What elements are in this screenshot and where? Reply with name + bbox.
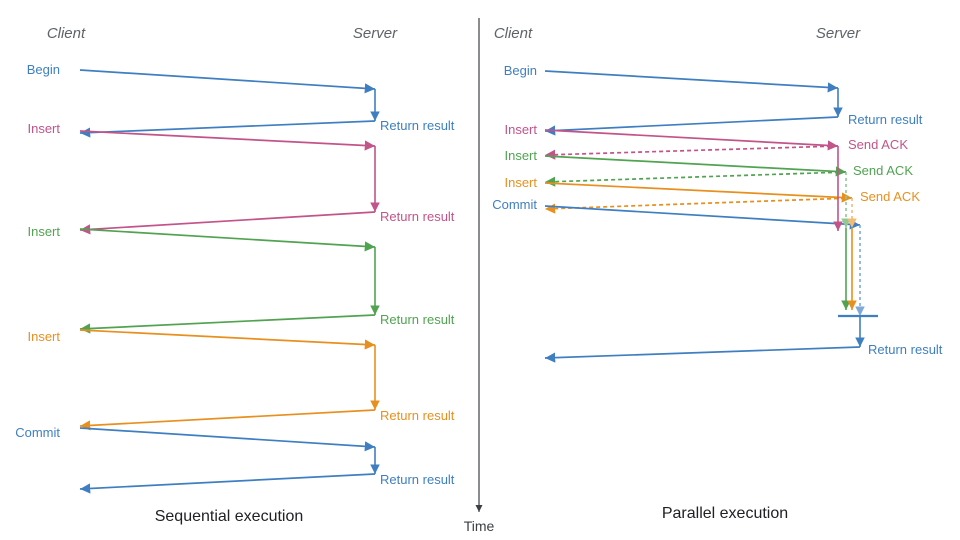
message-line-seq-insert2-return xyxy=(79,314,376,334)
message-line-seq-insert3-return xyxy=(79,409,376,431)
message-label-seq-commit: Commit xyxy=(15,425,60,440)
message-line-par-insert2 xyxy=(544,155,847,177)
message-line-par-insert1 xyxy=(544,129,839,151)
lane-titles-layer: Client Server Client Server xyxy=(47,25,861,42)
message-line-par-begin xyxy=(544,70,839,93)
message-label-par-begin-return: Return result xyxy=(848,112,923,127)
message-line-seq-begin-return xyxy=(79,120,376,138)
message-line-par-commit xyxy=(544,205,861,230)
message-label-par-insert1: Insert xyxy=(504,122,537,137)
message-line-seq-commit-return xyxy=(79,473,376,494)
message-line-seq-begin xyxy=(79,69,376,94)
panel-caption-parallel: Parallel execution xyxy=(662,505,788,522)
message-label-par-begin: Begin xyxy=(504,63,537,78)
message-label-seq-insert1-return: Return result xyxy=(380,209,455,224)
message-label-par-insert2: Insert xyxy=(504,148,537,163)
message-line-seq-insert1-return xyxy=(79,211,376,235)
message-label-seq-insert3-return: Return result xyxy=(380,408,455,423)
lane-title-server-sequential: Server xyxy=(353,25,398,42)
message-line-seq-insert2 xyxy=(79,228,376,252)
message-line-par-commit-return xyxy=(544,346,861,363)
message-label-par-ack2-label: Send ACK xyxy=(853,163,913,178)
message-label-seq-begin: Begin xyxy=(27,62,60,77)
message-line-par-ack2-label xyxy=(544,171,847,187)
time-axis-layer: Time xyxy=(464,18,495,534)
message-label-par-ack3-label: Send ACK xyxy=(860,189,920,204)
message-label-seq-insert2: Insert xyxy=(27,224,60,239)
message-line-par-ack3-label xyxy=(544,197,853,214)
lane-title-client-parallel: Client xyxy=(494,25,533,42)
message-label-par-commit-return: Return result xyxy=(868,342,943,357)
panel-caption-sequential: Sequential execution xyxy=(155,508,304,525)
message-line-par-begin-return xyxy=(544,116,839,136)
message-line-par-ack1-label xyxy=(544,145,839,160)
panel-captions-layer: Sequential execution Parallel execution xyxy=(155,505,788,525)
message-line-seq-insert3 xyxy=(79,329,376,350)
message-line-par-insert3 xyxy=(544,182,853,203)
lane-title-server-parallel: Server xyxy=(816,25,861,42)
message-label-seq-insert1: Insert xyxy=(27,121,60,136)
message-label-par-ack1-label: Send ACK xyxy=(848,137,908,152)
message-label-seq-insert3: Insert xyxy=(27,329,60,344)
message-lines-layer xyxy=(79,69,865,494)
time-axis-label: Time xyxy=(464,518,495,534)
message-line-seq-insert1 xyxy=(79,130,376,151)
lane-title-client-sequential: Client xyxy=(47,25,86,42)
message-label-seq-commit-return: Return result xyxy=(380,472,455,487)
message-label-par-insert3: Insert xyxy=(504,175,537,190)
message-label-seq-begin-return: Return result xyxy=(380,118,455,133)
message-label-seq-insert2-return: Return result xyxy=(380,312,455,327)
message-line-seq-commit xyxy=(79,427,376,452)
message-label-par-commit: Commit xyxy=(492,197,537,212)
